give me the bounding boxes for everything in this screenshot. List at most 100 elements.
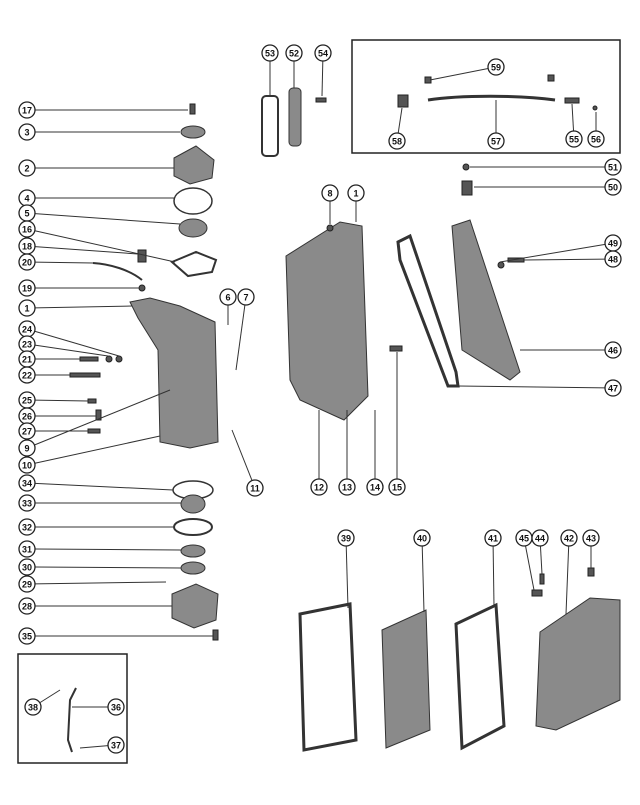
leader-line-41 — [492, 545, 495, 607]
callout-circle — [321, 184, 339, 202]
callout-30: 30 — [18, 558, 36, 576]
callout-number: 43 — [586, 534, 596, 544]
callout-circle — [285, 44, 303, 62]
nut-56 — [592, 105, 598, 111]
hose-20 — [92, 262, 143, 281]
callout-circle — [366, 478, 384, 496]
callout-number: 39 — [341, 534, 351, 544]
callout-circle — [18, 597, 36, 615]
callout-28: 28 — [18, 597, 36, 615]
callout-circle — [18, 558, 36, 576]
leader-line-1 — [34, 305, 133, 309]
bolt-21 — [79, 356, 99, 362]
callout-number: 8 — [327, 189, 332, 199]
screw-44 — [539, 573, 545, 585]
callout-number: 41 — [488, 534, 498, 544]
crankcase-1 — [129, 297, 219, 449]
leader-line-54 — [321, 60, 324, 97]
callout-circle — [18, 366, 36, 384]
leader-line-5 — [34, 213, 181, 225]
callout-circle — [560, 529, 578, 547]
callout-number: 33 — [22, 499, 32, 509]
callout-number: 42 — [564, 534, 574, 544]
screw-27 — [87, 428, 101, 434]
callout-32: 32 — [18, 518, 36, 536]
plug-8 — [326, 224, 334, 232]
callout-27: 27 — [18, 422, 36, 440]
callout-number: 47 — [608, 384, 618, 394]
washer-49 — [497, 261, 505, 269]
callout-circle — [314, 44, 332, 62]
callout-number: 5 — [24, 209, 29, 219]
callout-39: 39 — [337, 529, 355, 547]
callout-number: 52 — [289, 49, 299, 59]
callout-number: 9 — [24, 444, 29, 454]
callout-25: 25 — [18, 391, 36, 409]
o-ring-32 — [173, 518, 213, 536]
screw-35 — [212, 629, 219, 641]
callout-number: 54 — [318, 49, 328, 59]
gasket-47 — [396, 233, 460, 388]
cylinder-block-1 — [285, 221, 369, 421]
callout-circle — [604, 178, 622, 196]
callout-circle — [337, 529, 355, 547]
callout-circle — [18, 518, 36, 536]
gasket-16 — [170, 250, 218, 278]
leader-line-49 — [499, 243, 606, 263]
seal-31 — [180, 544, 206, 558]
callout-circle — [388, 478, 406, 496]
callout-number: 53 — [265, 49, 275, 59]
callout-circle — [18, 422, 36, 440]
leader-line-31 — [34, 548, 182, 551]
callout-49: 49 — [604, 234, 622, 252]
callout-number: 2 — [24, 164, 29, 174]
callout-number: 49 — [608, 239, 618, 249]
callout-47: 47 — [604, 379, 622, 397]
leader-line-10 — [34, 435, 161, 464]
leader-line-55 — [571, 103, 575, 132]
callout-number: 32 — [22, 523, 32, 533]
gasket-53 — [261, 95, 279, 157]
callout-7: 7 — [237, 288, 255, 306]
callout-circle — [338, 478, 356, 496]
callout-circle — [347, 184, 365, 202]
callout-8: 8 — [321, 184, 339, 202]
leader-line-16 — [34, 230, 176, 263]
callout-24: 24 — [18, 320, 36, 338]
callout-number: 25 — [22, 396, 32, 406]
callout-14: 14 — [366, 478, 384, 496]
callout-circle — [310, 478, 328, 496]
callout-number: 30 — [22, 563, 32, 573]
callout-3: 3 — [18, 123, 36, 141]
callout-48: 48 — [604, 250, 622, 268]
callout-number: 34 — [22, 479, 32, 489]
callout-circle — [604, 250, 622, 268]
callout-38: 38 — [24, 698, 42, 716]
leader-line-42 — [565, 545, 570, 615]
leader-line-47 — [457, 385, 606, 389]
leader-line-37 — [79, 745, 109, 749]
callout-circle — [18, 575, 36, 593]
leader-line-23 — [34, 344, 109, 357]
leader-lines — [34, 60, 606, 749]
callout-59: 59 — [487, 58, 505, 76]
callout-4: 4 — [18, 189, 36, 207]
washer-23 — [105, 355, 113, 363]
leader-line-11 — [231, 429, 253, 481]
callout-55: 55 — [565, 130, 583, 148]
fuel-line-inset-box — [351, 39, 621, 154]
callout-52: 52 — [285, 44, 303, 62]
callout-number: 22 — [22, 371, 32, 381]
leader-line-40 — [421, 545, 425, 613]
leader-line-7 — [235, 304, 246, 371]
seal-3 — [180, 125, 206, 139]
screw-25 — [87, 398, 97, 404]
callout-circle — [18, 627, 36, 645]
nut-51 — [462, 163, 470, 171]
callout-circle — [219, 288, 237, 306]
callout-15: 15 — [388, 478, 406, 496]
leader-line-48 — [523, 258, 606, 261]
callout-number: 50 — [608, 183, 618, 193]
callout-circle — [107, 698, 125, 716]
callout-circle — [531, 529, 549, 547]
